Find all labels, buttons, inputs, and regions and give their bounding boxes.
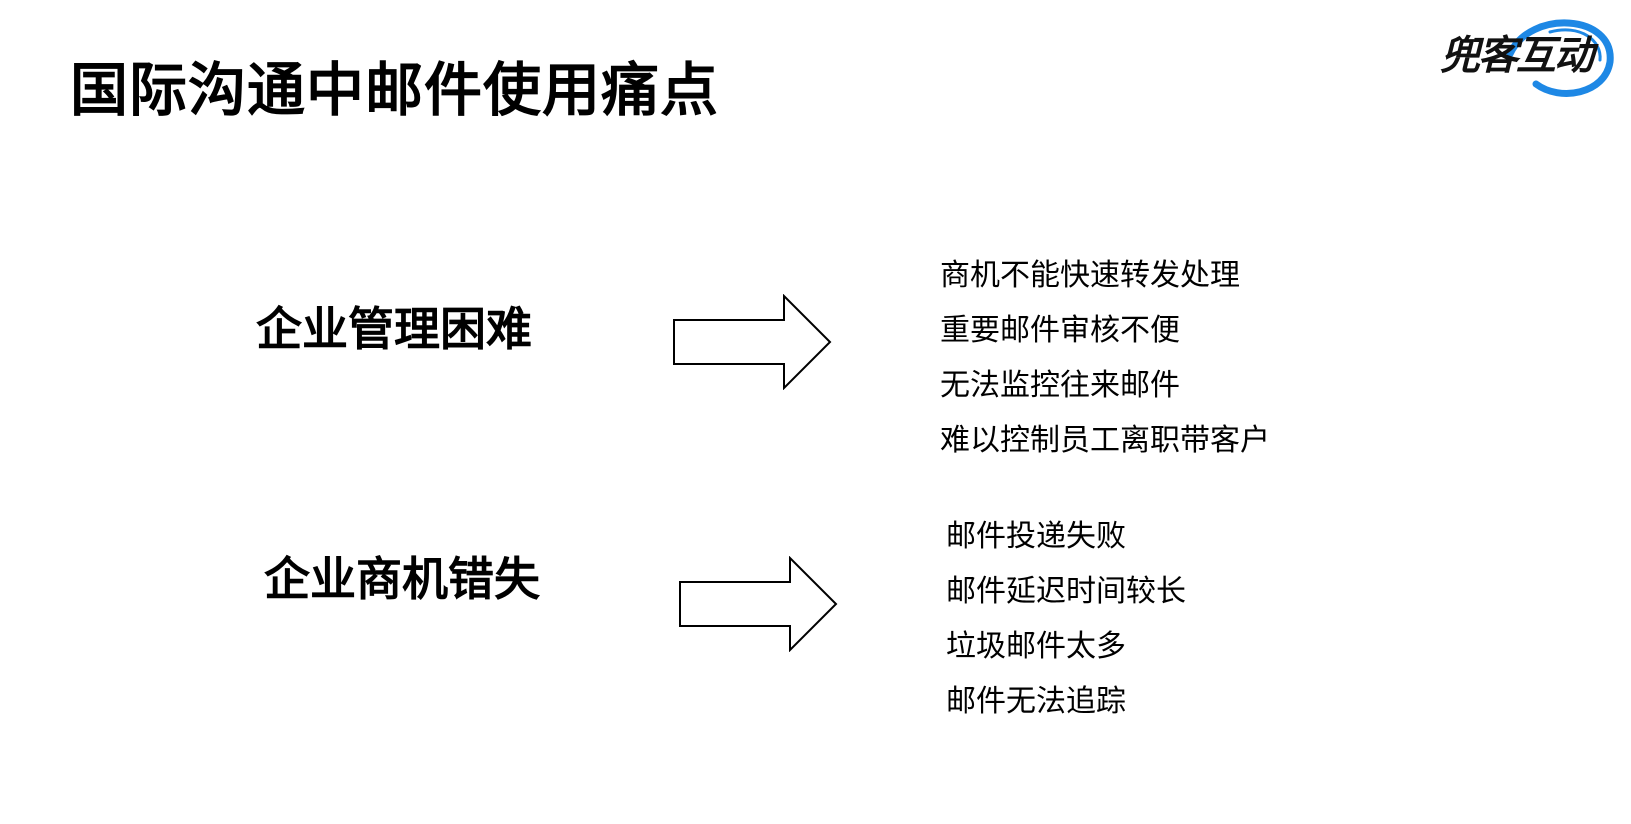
list-item: 邮件无法追踪 — [946, 684, 1126, 719]
category-label-opportunity: 企业商机错失 — [264, 552, 540, 606]
right-arrow-icon — [673, 294, 832, 390]
list-item: 邮件投递失败 — [946, 519, 1126, 554]
category-label-management: 企业管理困难 — [256, 302, 532, 356]
swoosh-ring-icon — [1506, 19, 1614, 97]
right-arrow-icon — [679, 556, 838, 652]
pain-points-list-opportunity: 邮件投递失败 邮件延迟时间较长 垃圾邮件太多 邮件无法追踪 — [946, 519, 1186, 739]
list-item: 重要邮件审核不便 — [940, 313, 1180, 348]
brand-logo: 兜客互动 — [1440, 14, 1620, 100]
list-item: 商机不能快速转发处理 — [940, 258, 1240, 293]
list-item: 垃圾邮件太多 — [946, 629, 1126, 664]
list-item: 难以控制员工离职带客户 — [940, 423, 1270, 458]
pain-points-list-management: 商机不能快速转发处理 重要邮件审核不便 无法监控往来邮件 难以控制员工离职带客户 — [940, 258, 1270, 478]
slide-title: 国际沟通中邮件使用痛点 — [70, 56, 720, 124]
logo-text: 兜客互动 — [1440, 33, 1594, 79]
list-item: 无法监控往来邮件 — [940, 368, 1180, 403]
list-item: 邮件延迟时间较长 — [946, 574, 1186, 609]
